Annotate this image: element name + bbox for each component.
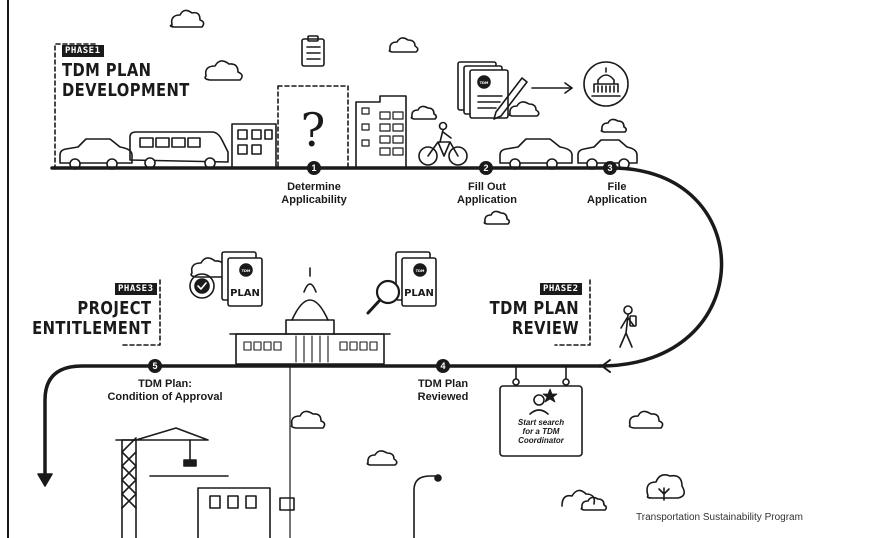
road-arrow-head <box>601 359 611 373</box>
step-4-marker <box>436 359 450 373</box>
phase1-badge: PHASE1 <box>62 45 104 57</box>
phase3-title-line: ENTITLEMENT <box>31 318 151 339</box>
car-icon <box>577 139 638 170</box>
phase2-badge: PHASE2 <box>540 283 582 295</box>
car-icon <box>59 138 133 170</box>
cloud-icon <box>204 60 243 81</box>
tree-icon <box>646 474 686 501</box>
application-documents-icon <box>457 61 528 120</box>
road-curve <box>598 166 724 368</box>
doc-logo-text: TDM <box>416 269 425 273</box>
question-mark: ? <box>301 103 326 157</box>
step-3-number: 3 <box>607 163 612 173</box>
phase3-title-line: PROJECT <box>76 298 151 319</box>
coordinator-text-line: for a TDM <box>522 427 560 436</box>
phase1-frame <box>54 43 96 171</box>
cloud-icon <box>508 101 540 117</box>
phase2-title: TDM PLAN REVIEW <box>490 299 579 339</box>
coordinator-sign <box>499 365 583 457</box>
coordinator-text: Start search for a TDM Coordinator <box>502 418 580 445</box>
plan-review-documents-icon <box>395 251 437 307</box>
step-1-label-line: Applicability <box>281 194 347 206</box>
star-icon <box>542 388 558 403</box>
step-2-label-line: Fill Out <box>468 181 506 193</box>
step-4-label-line: Reviewed <box>417 391 469 403</box>
capitol-building-icon <box>229 267 391 365</box>
construction-building-icon <box>197 487 271 538</box>
step-2-marker <box>479 161 493 175</box>
pedestrian-icon <box>619 305 637 348</box>
plan-documents-icon <box>221 251 263 307</box>
step-1-label-line: Determine <box>287 181 341 193</box>
phase1-title-line: DEVELOPMENT <box>62 80 190 101</box>
step-2-label-line: Application <box>457 194 517 206</box>
program-footer: Transportation Sustainability Program <box>636 512 803 523</box>
cloud-icon <box>366 450 398 466</box>
building-icon <box>231 123 277 169</box>
magnifier-icon <box>366 279 401 315</box>
plan-doc-label: PLAN <box>230 288 260 299</box>
cloud-icon <box>290 410 326 429</box>
phase1-title: TDM PLAN DEVELOPMENT <box>62 61 190 101</box>
cloud-icon <box>580 496 608 511</box>
doc-logo-text: TDM <box>480 81 489 85</box>
step-2-label: Fill Out Application <box>440 181 534 207</box>
cloud-icon <box>600 118 628 133</box>
small-sign <box>279 497 295 511</box>
cloud-icon <box>388 37 419 53</box>
step-5-marker <box>148 359 162 373</box>
cloud-icon <box>628 410 664 429</box>
coordinator-text-line: Coordinator <box>518 436 564 445</box>
step-2-number: 2 <box>483 163 488 173</box>
phase3-title: PROJECT ENTITLEMENT <box>32 299 151 339</box>
phase2-frame <box>554 279 591 346</box>
step-4-label: TDM Plan Reviewed <box>396 378 490 404</box>
step-1-marker <box>307 161 321 175</box>
step-4-number: 4 <box>440 361 445 371</box>
cloud-icon <box>169 9 205 28</box>
step-3-marker <box>603 161 617 175</box>
cloud-icon <box>410 105 438 120</box>
phase2-title-line: REVIEW <box>511 318 579 339</box>
step-5-label: TDM Plan: Condition of Approval <box>90 378 240 404</box>
plan-doc-label: PLAN <box>404 288 434 299</box>
step-4-label-line: TDM Plan <box>417 378 469 390</box>
unknown-building-icon <box>277 85 349 169</box>
step-1-label: Determine Applicability <box>262 181 366 207</box>
car-icon <box>499 138 573 170</box>
apartment-building-icon <box>355 95 407 169</box>
tree-icon <box>561 489 596 507</box>
doc-logo-text: TDM <box>242 269 251 273</box>
construction-crane-icon <box>115 427 209 538</box>
step-3-label-line: File <box>607 181 627 193</box>
step-5-label-line: Condition of Approval <box>107 391 223 403</box>
bus-icon <box>129 131 229 169</box>
road-phase2-3 <box>43 364 602 480</box>
road-end-arrow <box>37 473 53 487</box>
step-3-label-line: Application <box>587 194 647 206</box>
street-lamp-icon <box>413 474 442 538</box>
bicycle-icon <box>418 121 468 166</box>
phase3-frame <box>119 279 161 346</box>
step-1-number: 1 <box>311 163 316 173</box>
arrow-right-icon <box>531 82 573 94</box>
coordinator-text-line: Start search <box>517 418 565 427</box>
step-3-label: File Application <box>572 181 662 207</box>
step-5-number: 5 <box>152 361 157 371</box>
city-hall-icon <box>583 61 629 107</box>
step-markers <box>148 161 617 373</box>
clipboard-checklist-icon <box>301 35 325 67</box>
phase1-title-line: TDM PLAN <box>62 60 152 81</box>
check-badge-icon <box>189 273 215 299</box>
phase3-badge: PHASE3 <box>115 283 157 295</box>
step-5-label-line: TDM Plan: <box>138 378 192 390</box>
phase2-title-line: TDM PLAN <box>489 298 579 319</box>
cloud-icon <box>483 210 511 225</box>
